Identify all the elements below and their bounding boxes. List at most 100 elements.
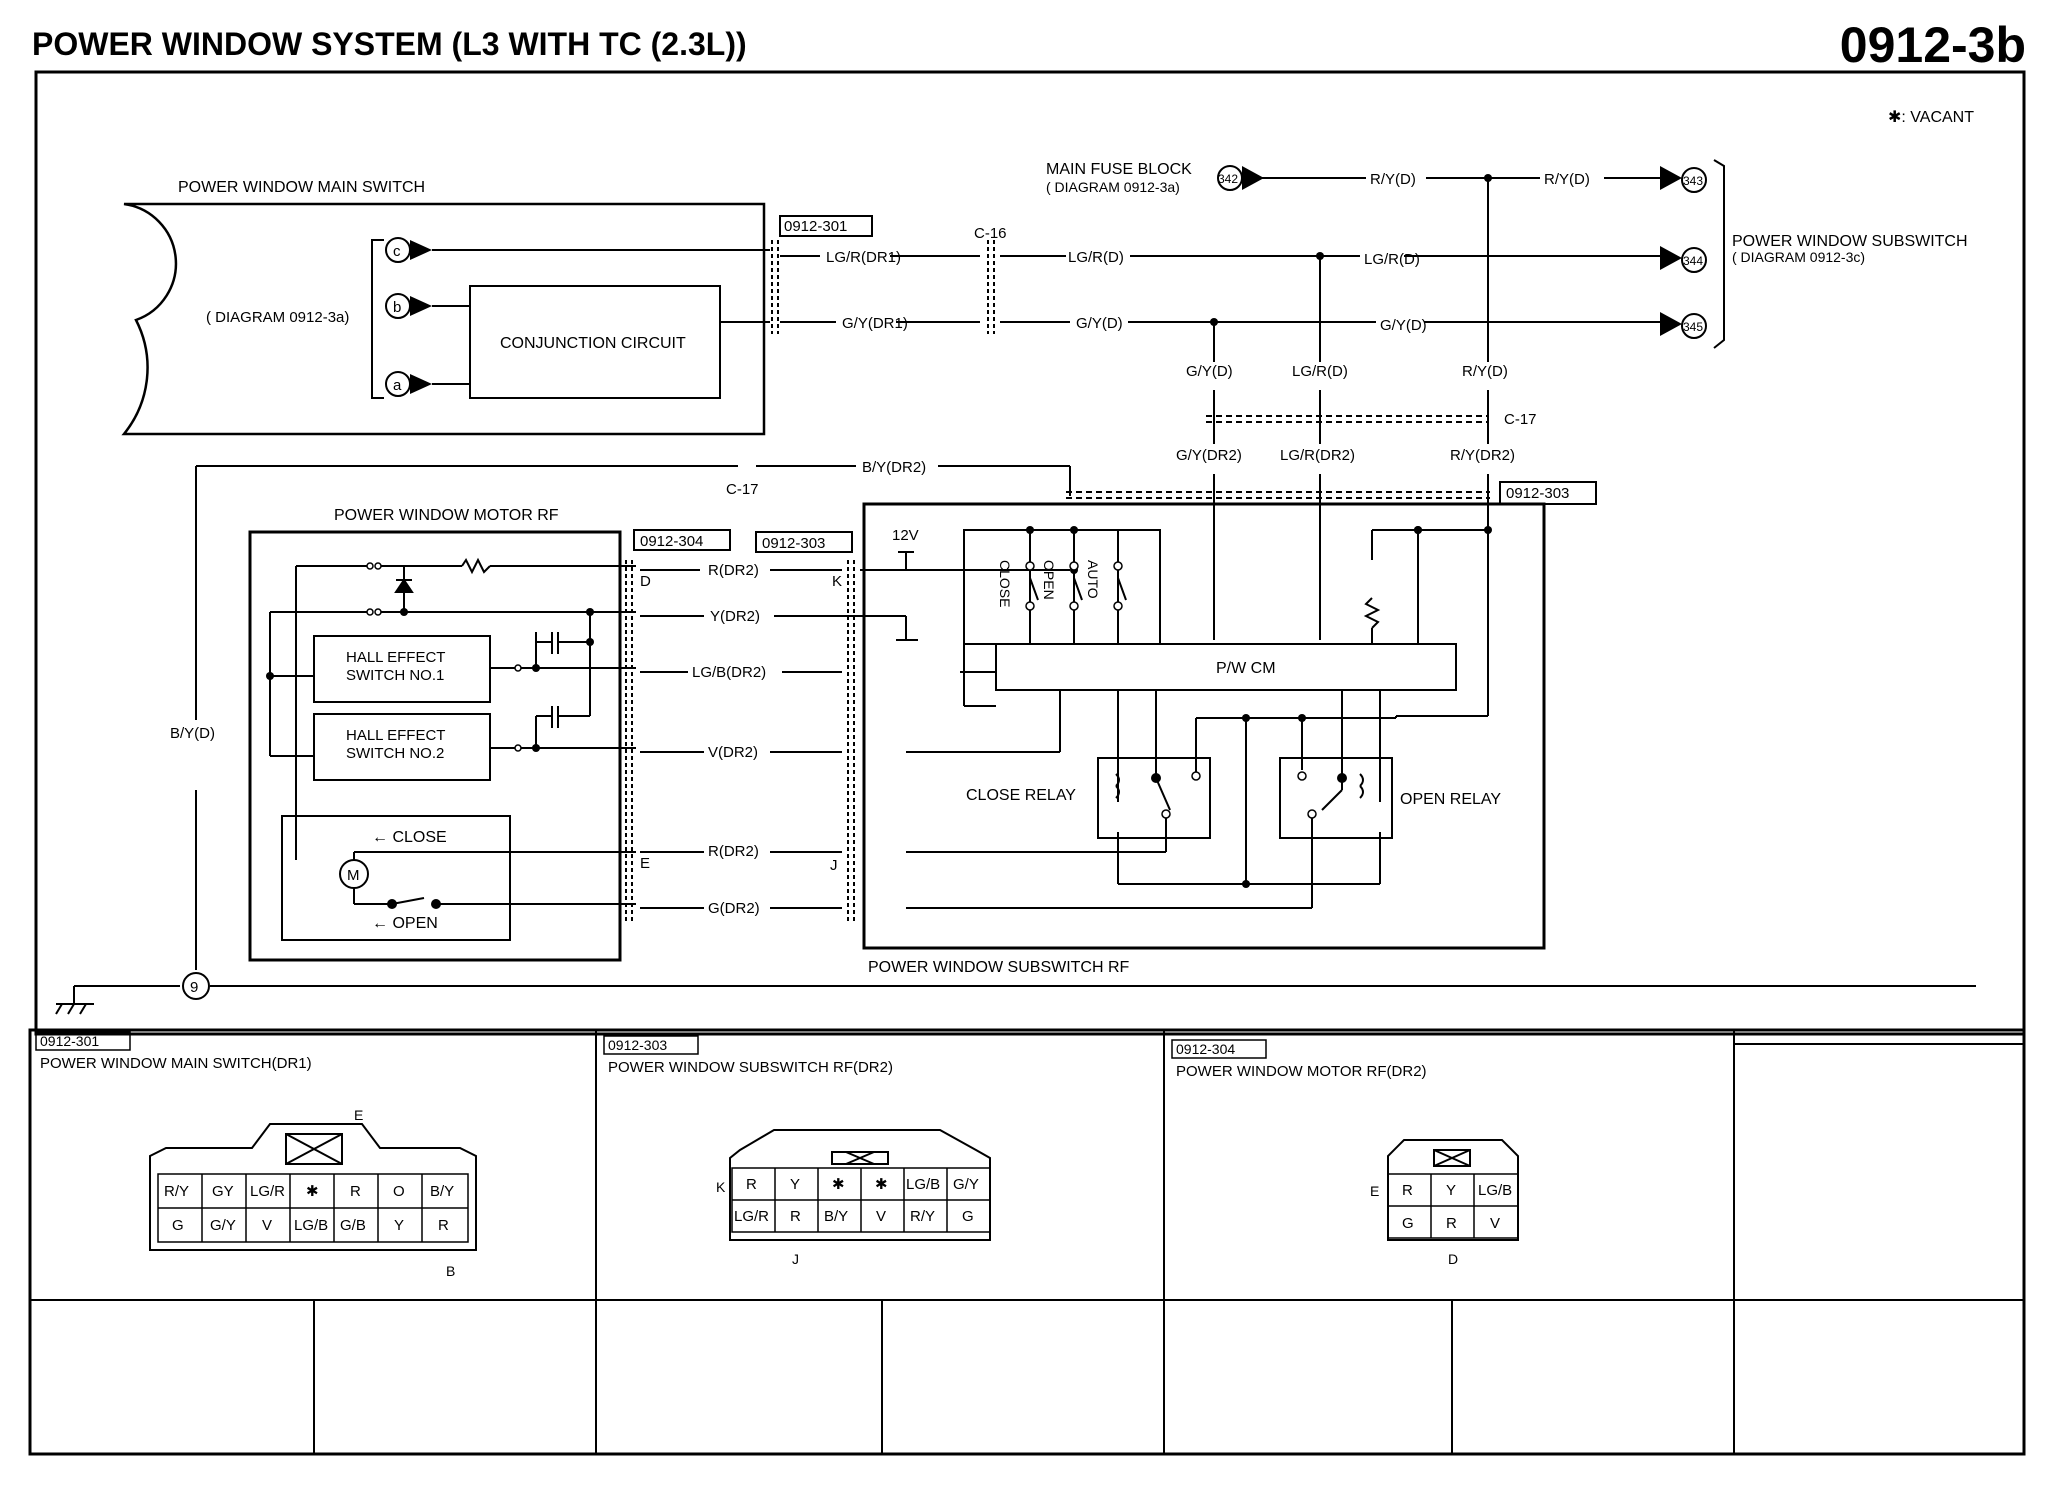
svg-text:O: O xyxy=(393,1183,405,1200)
svg-text:G: G xyxy=(172,1217,184,1234)
sw-auto-label: AUTO xyxy=(1085,560,1101,599)
svg-text:R: R xyxy=(1402,1182,1413,1199)
svg-text:R/Y: R/Y xyxy=(910,1208,935,1225)
hall2-line1: HALL EFFECT xyxy=(346,727,445,744)
svg-text:R: R xyxy=(1446,1215,1457,1232)
svg-text:R/Y: R/Y xyxy=(164,1183,189,1200)
svg-text:B/Y: B/Y xyxy=(430,1183,454,1200)
svg-text:G/Y(D): G/Y(D) xyxy=(1076,315,1123,332)
svg-text:G: G xyxy=(962,1208,974,1225)
svg-text:R/Y(D): R/Y(D) xyxy=(1370,171,1416,188)
svg-text:LG/R(DR2): LG/R(DR2) xyxy=(1280,447,1355,464)
hall1-line2: SWITCH NO.1 xyxy=(346,667,444,684)
diagram-code: 0912-3b xyxy=(1839,17,2026,73)
hall1-line1: HALL EFFECT xyxy=(346,649,445,666)
terminal-b: b xyxy=(385,293,470,319)
svg-text:345: 345 xyxy=(1683,320,1703,334)
page-title: POWER WINDOW SYSTEM (L3 WITH TC (2.3L)) xyxy=(32,26,747,62)
connector-0912-304: 0912-304 POWER WINDOW MOTOR RF(DR2) E D xyxy=(1171,1039,1458,1267)
svg-text:R/Y(D): R/Y(D) xyxy=(1462,363,1508,380)
svg-text:B: B xyxy=(446,1263,455,1279)
motor-title: POWER WINDOW MOTOR RF xyxy=(334,507,559,524)
main-switch-block: POWER WINDOW MAIN SWITCH ( DIAGRAM 0912-… xyxy=(121,179,770,436)
ref-0912-303-top: 0912-303 xyxy=(1506,485,1569,502)
subswitch-ref-diagram: ( DIAGRAM 0912-3c) xyxy=(1732,249,1865,265)
svg-text:V: V xyxy=(876,1208,886,1225)
svg-text:9: 9 xyxy=(190,979,198,996)
svg-text:G(DR2): G(DR2) xyxy=(708,900,760,917)
motor-open-label: ← OPEN xyxy=(372,915,438,932)
svg-text:G/Y(DR1): G/Y(DR1) xyxy=(842,315,908,332)
svg-text:K: K xyxy=(716,1179,726,1195)
terminal-a: a xyxy=(385,371,470,397)
open-relay-label: OPEN RELAY xyxy=(1400,791,1501,808)
svg-text:C-16: C-16 xyxy=(974,225,1007,242)
svg-text:LG/R(D): LG/R(D) xyxy=(1292,363,1348,380)
main-switch-outline xyxy=(121,202,766,436)
svg-text:b: b xyxy=(393,299,401,316)
svg-text:0912-304: 0912-304 xyxy=(1176,1041,1235,1057)
svg-text:Y(DR2): Y(DR2) xyxy=(710,608,760,625)
svg-text:G/Y(DR2): G/Y(DR2) xyxy=(1176,447,1242,464)
svg-text:LG/R: LG/R xyxy=(734,1208,769,1225)
svg-text:GY: GY xyxy=(212,1183,234,1200)
svg-text:V(DR2): V(DR2) xyxy=(708,744,758,761)
connector-0912-301: 0912-301 POWER WINDOW MAIN SWITCH(DR1) E… xyxy=(35,1031,455,1279)
svg-text:R/Y(D): R/Y(D) xyxy=(1544,171,1590,188)
svg-text:LG/B: LG/B xyxy=(294,1217,328,1234)
sw-close-label: CLOSE xyxy=(997,560,1013,607)
svg-text:0912-303: 0912-303 xyxy=(608,1037,667,1053)
cells-301: R/Y GY LG/R ✱ R O B/Y G G/Y V LG/B G/B Y… xyxy=(157,1173,469,1243)
svg-text:V: V xyxy=(1490,1215,1500,1232)
svg-text:LG/R(DR1): LG/R(DR1) xyxy=(826,249,901,266)
svg-text:a: a xyxy=(393,377,402,394)
node-345 xyxy=(1681,313,1707,339)
svg-text:342: 342 xyxy=(1218,172,1238,186)
node-344 xyxy=(1681,247,1707,273)
svg-text:POWER WINDOW MOTOR RF(DR2): POWER WINDOW MOTOR RF(DR2) xyxy=(1176,1063,1427,1080)
subswitch-ref-title: POWER WINDOW SUBSWITCH xyxy=(1732,233,1968,250)
subswitch-title: POWER WINDOW SUBSWITCH RF xyxy=(868,959,1130,976)
svg-text:B/Y: B/Y xyxy=(824,1208,848,1225)
ground-node-9 xyxy=(182,972,210,1000)
cells-304: R Y LG/B G R V xyxy=(1387,1173,1519,1239)
svg-text:Y: Y xyxy=(1446,1182,1456,1199)
svg-text:POWER WINDOW MAIN SWITCH(DR1): POWER WINDOW MAIN SWITCH(DR1) xyxy=(40,1055,312,1072)
svg-text:B/Y(DR2): B/Y(DR2) xyxy=(862,459,926,476)
svg-text:D: D xyxy=(640,573,651,590)
svg-text:R: R xyxy=(438,1217,449,1234)
ground-bus xyxy=(55,985,1976,1015)
svg-text:E: E xyxy=(640,855,650,872)
vacant-legend: ✱: VACANT xyxy=(1888,109,1974,126)
connector-frame xyxy=(28,1028,2026,1456)
subswitch-block: P/W CM CLOSE RELAY OPEN RELAY CLOSE OPEN… xyxy=(860,502,1546,976)
svg-text:V: V xyxy=(262,1217,272,1234)
svg-text:344: 344 xyxy=(1683,254,1703,268)
svg-text:G/Y(D): G/Y(D) xyxy=(1380,317,1427,334)
connector-0912-303: 0912-303 POWER WINDOW SUBSWITCH RF(DR2) … xyxy=(603,1035,893,1267)
svg-text:12V: 12V xyxy=(892,527,919,544)
motor-m: M xyxy=(347,867,360,884)
svg-text:G: G xyxy=(1402,1215,1414,1232)
svg-text:✱: ✱ xyxy=(306,1183,319,1200)
svg-text:LG/B: LG/B xyxy=(906,1176,940,1193)
svg-text:R(DR2): R(DR2) xyxy=(708,843,759,860)
svg-text:K: K xyxy=(832,573,842,590)
harness-labels: R(DR2) Y(DR2) LG/B(DR2) V(DR2) R(DR2) G(… xyxy=(640,527,919,917)
svg-text:G/Y: G/Y xyxy=(953,1176,979,1193)
conjunction-label: CONJUNCTION CIRCUIT xyxy=(500,335,686,352)
svg-text:0912-301: 0912-301 xyxy=(40,1033,99,1049)
fuse-nodes: 342 343 344 345 xyxy=(1217,159,1725,349)
svg-text:C-17: C-17 xyxy=(726,481,759,498)
harness xyxy=(625,551,918,922)
svg-text:343: 343 xyxy=(1683,174,1703,188)
cells-303: R Y ✱ ✱ LG/B G/Y LG/R R B/Y V R/Y G xyxy=(731,1167,991,1233)
top-wire-labels: LG/R(DR1) G/Y(DR1) C-16 LG/R(D) G/Y(D) L… xyxy=(170,171,1590,742)
motor-block: POWER WINDOW MOTOR RF xyxy=(248,507,636,962)
svg-text:C-17: C-17 xyxy=(1504,411,1537,428)
top-wiring xyxy=(195,177,1660,970)
shell-304 xyxy=(1387,1139,1519,1241)
svg-text:E: E xyxy=(1370,1183,1379,1199)
pwcm-label: P/W CM xyxy=(1216,660,1276,677)
